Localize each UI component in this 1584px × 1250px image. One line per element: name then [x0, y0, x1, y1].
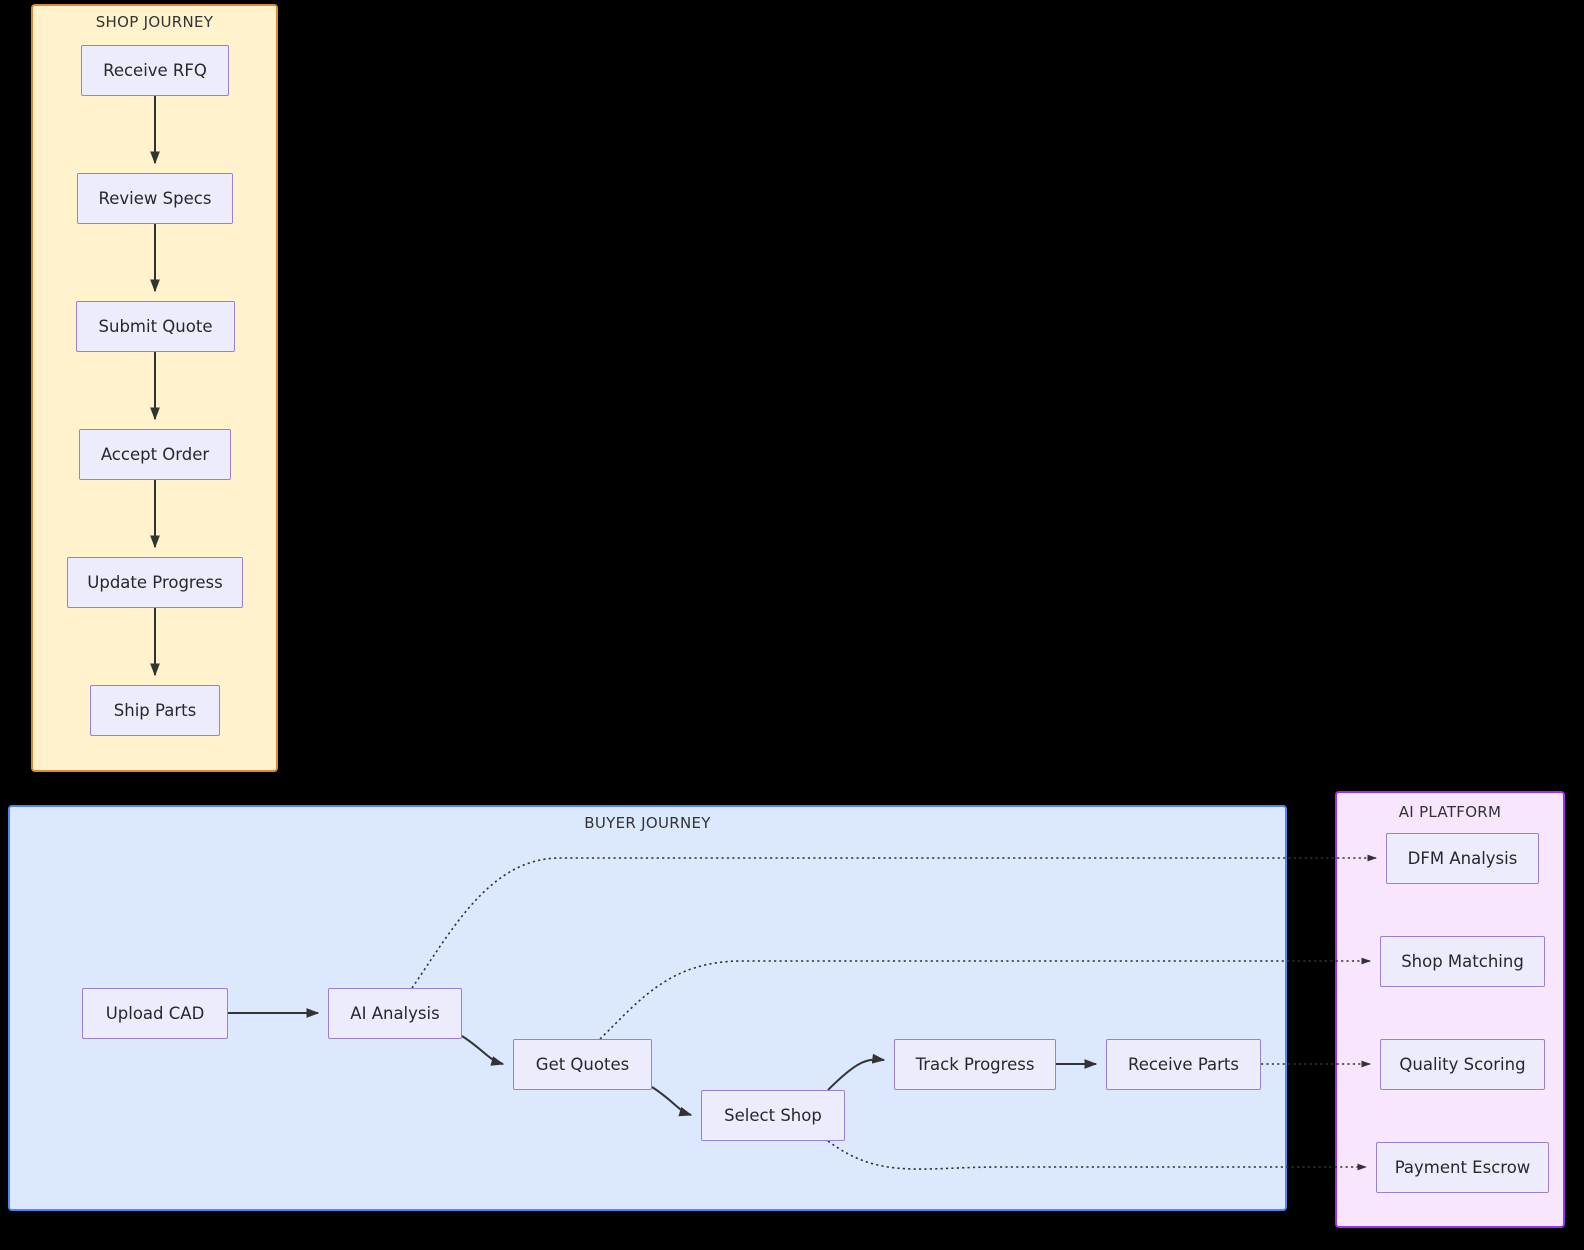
node-get-quotes[interactable]: Get Quotes — [513, 1039, 652, 1090]
node-label: Receive RFQ — [103, 61, 207, 80]
node-payment-escrow[interactable]: Payment Escrow — [1376, 1142, 1549, 1193]
cluster-shop-journey-title: SHOP JOURNEY — [95, 13, 214, 31]
node-quality-scoring[interactable]: Quality Scoring — [1380, 1039, 1545, 1090]
cluster-shop-journey: SHOP JOURNEY — [31, 4, 278, 772]
node-label: Select Shop — [724, 1106, 822, 1125]
cluster-ai-platform-title: AI PLATFORM — [1398, 803, 1502, 821]
node-update-progress[interactable]: Update Progress — [67, 557, 243, 608]
node-shop-matching[interactable]: Shop Matching — [1380, 936, 1545, 987]
node-label: Upload CAD — [105, 1004, 205, 1023]
node-label: Submit Quote — [98, 317, 213, 336]
node-label: Accept Order — [100, 445, 210, 464]
node-label: Shop Matching — [1401, 952, 1524, 971]
node-label: Ship Parts — [113, 701, 197, 720]
node-label: Update Progress — [87, 573, 223, 592]
node-label: Quality Scoring — [1399, 1055, 1526, 1074]
node-select-shop[interactable]: Select Shop — [701, 1090, 845, 1141]
node-receive-rfq[interactable]: Receive RFQ — [81, 45, 229, 96]
node-track-progress[interactable]: Track Progress — [894, 1039, 1056, 1090]
node-ship-parts[interactable]: Ship Parts — [90, 685, 220, 736]
node-ai-analysis[interactable]: AI Analysis — [328, 988, 462, 1039]
node-label: Review Specs — [98, 189, 212, 208]
node-label: Receive Parts — [1127, 1055, 1239, 1074]
node-review-specs[interactable]: Review Specs — [77, 173, 233, 224]
node-upload-cad[interactable]: Upload CAD — [82, 988, 228, 1039]
node-submit-quote[interactable]: Submit Quote — [76, 301, 235, 352]
node-label: Get Quotes — [535, 1055, 630, 1074]
cluster-buyer-journey-title: BUYER JOURNEY — [584, 814, 711, 832]
node-accept-order[interactable]: Accept Order — [79, 429, 231, 480]
node-receive-parts[interactable]: Receive Parts — [1106, 1039, 1261, 1090]
node-label: Track Progress — [915, 1055, 1035, 1074]
node-label: Payment Escrow — [1394, 1158, 1531, 1177]
node-label: AI Analysis — [350, 1004, 440, 1023]
node-label: DFM Analysis — [1407, 849, 1518, 868]
node-dfm-analysis[interactable]: DFM Analysis — [1386, 833, 1539, 884]
